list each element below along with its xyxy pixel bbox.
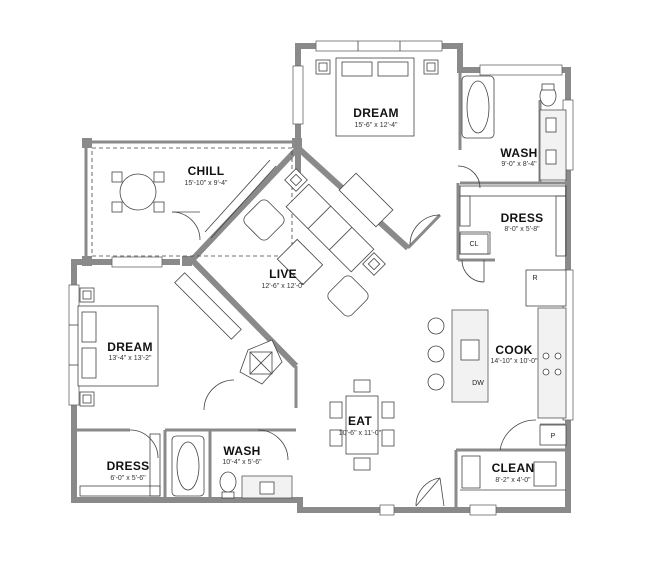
- chill-door: [171, 159, 277, 241]
- dream-second-dim: 13'-4" x 13'-2": [108, 355, 152, 362]
- diagonal-closet: [239, 339, 283, 385]
- dream-second-name: DREAM: [107, 340, 153, 354]
- refrigerator-label: R: [532, 275, 537, 282]
- pantry-label: P: [551, 433, 556, 440]
- closet-area: [409, 165, 489, 283]
- wash-main-dim: 9'-0" x 8'-4": [501, 161, 537, 168]
- eat-dim: 10'-6" x 11'-0": [339, 430, 382, 437]
- bed-main: [315, 57, 439, 137]
- bath-main-fixtures: [461, 75, 567, 181]
- chill-dim: 15'-10" x 9'-4": [184, 180, 228, 187]
- dress-second-name: DRESS: [107, 459, 150, 473]
- dress-main-name: DRESS: [501, 211, 544, 225]
- dress-second-shelving: [79, 433, 161, 497]
- cook-dim: 14'-10" x 10'-0": [491, 358, 538, 365]
- wash-second-dim: 10'-4" x 5'-6": [222, 459, 262, 466]
- eat-table: [329, 379, 395, 471]
- dress-main-dim: 8'-0" x 5'-8": [504, 226, 540, 233]
- cook-name: COOK: [495, 343, 532, 357]
- live-name: LIVE: [269, 267, 297, 281]
- clean-dim: 8'-2" x 4'-0": [495, 477, 531, 484]
- dream-main-dim: 15'-6" x 12'-4": [354, 122, 398, 129]
- dress-second-dim: 6'-0" x 5'-6": [110, 475, 146, 482]
- live-dim: 12'-6" x 12'-0": [261, 283, 305, 290]
- balcony-posts: [82, 138, 302, 266]
- wash-second-name: WASH: [223, 444, 260, 458]
- room-labels: DREAM 15'-6" x 12'-4" WASH 9'-0" x 8'-4"…: [107, 106, 556, 484]
- bath-second-fixtures: [129, 429, 293, 499]
- laundry-fixtures: [460, 455, 566, 491]
- kitchen-fixtures: [427, 269, 567, 451]
- chill-name: CHILL: [188, 164, 225, 178]
- interior-walls: [74, 70, 568, 510]
- windows: [68, 40, 574, 516]
- chill-furniture: [91, 147, 293, 257]
- living-furniture: [174, 168, 394, 340]
- clean-name: CLEAN: [492, 461, 535, 475]
- wash-main-name: WASH: [500, 146, 537, 160]
- bed-second: [77, 287, 235, 411]
- dream-main-name: DREAM: [353, 106, 399, 120]
- closet-label: CL: [470, 241, 479, 248]
- entry-door: [415, 477, 445, 507]
- dishwasher-label: DW: [472, 380, 484, 387]
- eat-name: EAT: [348, 414, 372, 428]
